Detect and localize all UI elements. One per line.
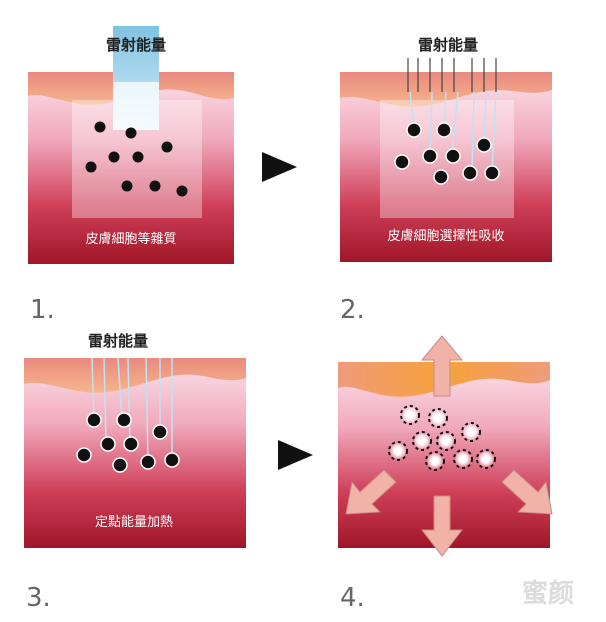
energy-label: 雷射能量 (418, 36, 478, 54)
particle-burst (425, 451, 445, 471)
shattered-particles (388, 405, 496, 471)
panel-caption: 定點能量加熱 (95, 515, 173, 530)
particle (94, 121, 106, 133)
panel-caption: 皮膚細胞選擇性吸收 (387, 228, 504, 244)
particle (445, 148, 461, 164)
arrow-down-icon (420, 495, 464, 557)
particle (86, 412, 102, 428)
particle (112, 457, 128, 473)
particle (85, 161, 97, 173)
energy-label: 雷射能量 (106, 36, 166, 54)
particle (406, 122, 422, 138)
energy-label: 雷射能量 (88, 332, 148, 350)
step-number: 3. (26, 583, 51, 613)
light-rays (409, 91, 497, 173)
particle (121, 180, 133, 192)
particle (140, 454, 156, 470)
particle (132, 151, 144, 163)
particle (152, 424, 168, 440)
particle (116, 412, 132, 428)
particle (149, 180, 161, 192)
arrow-up-icon (420, 335, 464, 397)
arrow-right-down-icon (501, 469, 553, 515)
particle-burst (412, 431, 432, 451)
particle-burst (476, 449, 496, 469)
arrow-left-down-icon (345, 469, 397, 515)
particle-burst (436, 431, 456, 451)
particle (123, 436, 139, 452)
absorbing-particles (394, 122, 500, 185)
panel-2: 雷射能量 皮膚細胞選擇性吸收 2. (340, 36, 552, 325)
step-number: 1. (30, 295, 55, 325)
panel-3: 雷射能量 定點能量加熱 3. (24, 332, 246, 613)
skin-block (24, 358, 246, 548)
particle-burst (461, 422, 481, 442)
panel-1: 雷射能量 皮膚細胞等雜質 1. (28, 26, 234, 325)
particle (176, 185, 188, 197)
particle-burst (388, 441, 408, 461)
top-skin-layer (24, 358, 246, 393)
panel-caption: 皮膚細胞等雜質 (85, 231, 176, 247)
beam-entry (113, 82, 159, 130)
particle (436, 122, 452, 138)
heated-particles (76, 412, 180, 473)
particle-burst (400, 405, 420, 425)
particle (422, 148, 438, 164)
step-number: 4. (340, 583, 365, 613)
light-rays (91, 357, 173, 463)
particle (433, 169, 449, 185)
particle (484, 165, 500, 181)
particle (125, 127, 137, 139)
particle (76, 447, 92, 463)
watermark: 蜜颜 (522, 578, 574, 609)
top-skin-layer (340, 72, 552, 107)
play-arrow-icon (278, 440, 313, 470)
particle (164, 452, 180, 468)
impurity-particles (85, 121, 188, 197)
particle-burst (453, 449, 473, 469)
particle (394, 154, 410, 170)
laser-lines (407, 58, 497, 92)
particle (100, 436, 116, 452)
particle (161, 141, 173, 153)
particle (108, 151, 120, 163)
particle (462, 165, 478, 181)
play-arrow-icon (262, 152, 297, 182)
particle-burst (428, 408, 448, 428)
particle (476, 137, 492, 153)
panel-4: 4. (338, 335, 553, 613)
step-number: 2. (340, 295, 365, 325)
